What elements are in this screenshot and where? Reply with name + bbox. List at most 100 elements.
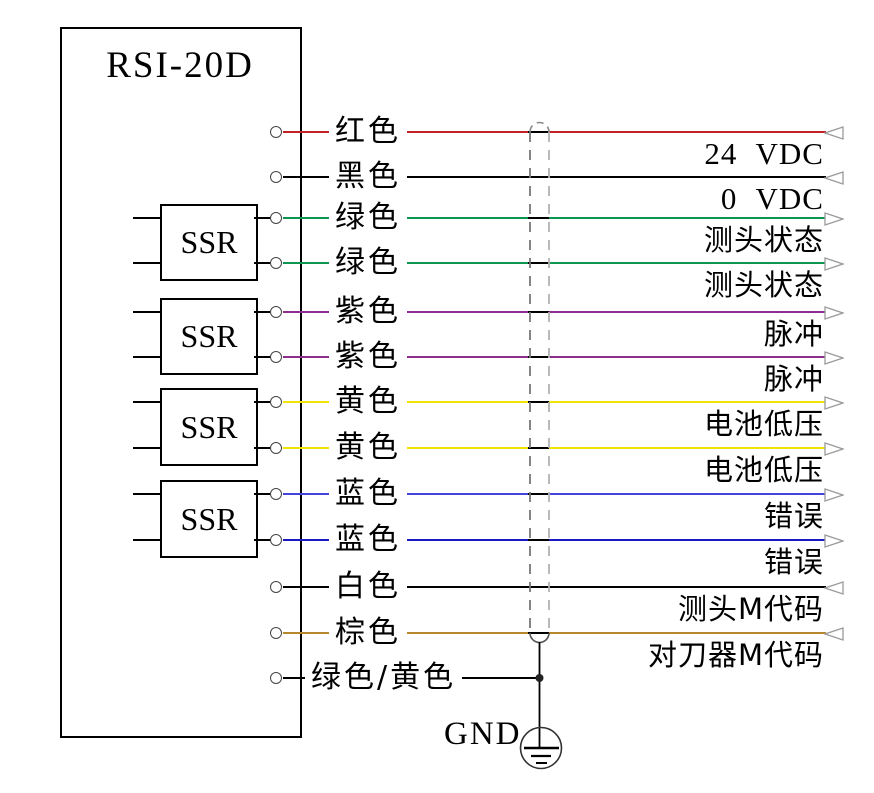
- signal-label-yellow-1: 电池低压: [703, 407, 824, 441]
- gnd-label: GND: [444, 716, 522, 752]
- wire-blue-1: [283, 493, 826, 495]
- signal-label-blue-2: 错误: [763, 545, 824, 579]
- ssr-output-stub-blue-1: [254, 493, 271, 495]
- wire-red: [283, 131, 826, 133]
- shield-crossing-yellow-1: [528, 401, 549, 403]
- output-arrow-icon-green-1: [824, 211, 846, 226]
- output-arrow-icon-blue-1: [824, 487, 846, 502]
- wire-white: [283, 586, 826, 588]
- terminal-green-yellow: [270, 672, 282, 684]
- wire-yellow-2: [283, 447, 826, 449]
- ssr-box-2: SSR: [160, 298, 258, 375]
- ssr-input-stub-purple-2: [133, 356, 160, 358]
- wire-black: [283, 176, 826, 178]
- ssr-input-stub-blue-1: [133, 493, 160, 495]
- wire-label-green-1: 绿色: [329, 199, 407, 237]
- ssr-input-stub-green-2: [133, 262, 160, 264]
- signal-label-brown: 对刀器M代码: [647, 638, 824, 672]
- terminal-yellow-2: [270, 442, 282, 454]
- wire-brown: [283, 632, 826, 634]
- wire-label-blue-2: 蓝色: [329, 521, 407, 559]
- input-arrow-icon-red: [822, 125, 844, 140]
- ssr-output-stub-green-1: [254, 217, 271, 219]
- shield-crossing-yellow-2: [528, 447, 549, 449]
- terminal-blue-1: [270, 488, 282, 500]
- signal-label-white: 测头M代码: [677, 592, 824, 626]
- ssr-box-4: SSR: [160, 480, 258, 558]
- output-arrow-icon-blue-2: [824, 533, 846, 548]
- terminal-brown: [270, 627, 282, 639]
- ssr-label: SSR: [180, 318, 238, 354]
- shield-crossing-green-1: [528, 217, 549, 219]
- ssr-output-stub-purple-2: [254, 356, 271, 358]
- ssr-label: SSR: [180, 500, 238, 537]
- wire-label-purple-2: 紫色: [329, 338, 407, 376]
- ssr-input-stub-green-1: [133, 217, 160, 219]
- wire-label-green-yellow: 绿色/黄色: [305, 659, 463, 697]
- wire-label-brown: 棕色: [329, 614, 407, 652]
- shield-crossing-purple-2: [528, 356, 549, 358]
- shield-crossing-green-2: [528, 262, 549, 264]
- terminal-white: [270, 581, 282, 593]
- ssr-box-3: SSR: [160, 388, 258, 466]
- input-arrow-icon-brown: [822, 626, 844, 641]
- wire-label-red: 红色: [329, 113, 407, 151]
- terminal-green-1: [270, 212, 282, 224]
- shield-crossing-brown: [528, 632, 549, 634]
- wire-green-2: [283, 262, 826, 264]
- ssr-output-stub-green-2: [254, 262, 271, 264]
- ssr-output-stub-purple-1: [254, 311, 271, 313]
- terminal-green-2: [270, 257, 282, 269]
- signal-label-blue-1: 错误: [763, 499, 824, 533]
- output-arrow-icon-purple-2: [824, 350, 846, 365]
- wire-purple-2: [283, 356, 826, 358]
- wire-blue-2: [283, 539, 826, 541]
- wire-label-white: 白色: [329, 568, 407, 606]
- earth-ground-icon: [519, 726, 563, 770]
- terminal-yellow-1: [270, 396, 282, 408]
- wire-label-yellow-1: 黄色: [329, 383, 407, 421]
- signal-label-purple-2: 脉冲: [763, 362, 824, 396]
- ssr-input-stub-blue-2: [133, 539, 160, 541]
- signal-label-yellow-2: 电池低压: [703, 453, 824, 487]
- ssr-label: SSR: [180, 408, 238, 445]
- ssr-label: SSR: [180, 224, 238, 260]
- wire-label-purple-1: 紫色: [329, 293, 407, 331]
- ssr-output-stub-yellow-1: [254, 401, 271, 403]
- wire-yellow-1: [283, 401, 826, 403]
- input-arrow-icon-white: [822, 580, 844, 595]
- ssr-input-stub-yellow-1: [133, 401, 160, 403]
- input-arrow-icon-black: [822, 170, 844, 185]
- shield-crossing-white: [528, 586, 549, 588]
- wire-purple-1: [283, 311, 826, 313]
- shield-crossing-black: [528, 176, 549, 178]
- signal-label-green-1: 测头状态: [703, 223, 824, 257]
- ssr-output-stub-yellow-2: [254, 447, 271, 449]
- shield-crossing-blue-1: [528, 493, 549, 495]
- ssr-box-1: SSR: [160, 204, 258, 281]
- shield-crossing-red: [528, 131, 549, 133]
- output-arrow-icon-yellow-1: [824, 395, 846, 410]
- signal-label-green-2: 测头状态: [703, 268, 824, 302]
- shield-crossing-blue-2: [528, 539, 549, 541]
- signal-label-black: 0 VDC: [720, 181, 824, 216]
- signal-label-red: 24 VDC: [704, 136, 824, 171]
- terminal-red: [270, 126, 282, 138]
- signal-label-purple-1: 脉冲: [763, 317, 824, 351]
- wire-label-black: 黑色: [329, 158, 407, 196]
- terminal-purple-2: [270, 351, 282, 363]
- wire-label-yellow-2: 黄色: [329, 429, 407, 467]
- output-arrow-icon-green-2: [824, 256, 846, 271]
- wire-label-green-2: 绿色: [329, 244, 407, 282]
- output-arrow-icon-purple-1: [824, 305, 846, 320]
- wire-green-1: [283, 217, 826, 219]
- cable-shield-icon: [529, 121, 550, 644]
- output-arrow-icon-yellow-2: [824, 441, 846, 456]
- ssr-output-stub-blue-2: [254, 539, 271, 541]
- ssr-input-stub-purple-1: [133, 311, 160, 313]
- wire-label-blue-1: 蓝色: [329, 475, 407, 513]
- ssr-input-stub-yellow-2: [133, 447, 160, 449]
- device-title: RSI-20D: [106, 45, 254, 86]
- terminal-blue-2: [270, 534, 282, 546]
